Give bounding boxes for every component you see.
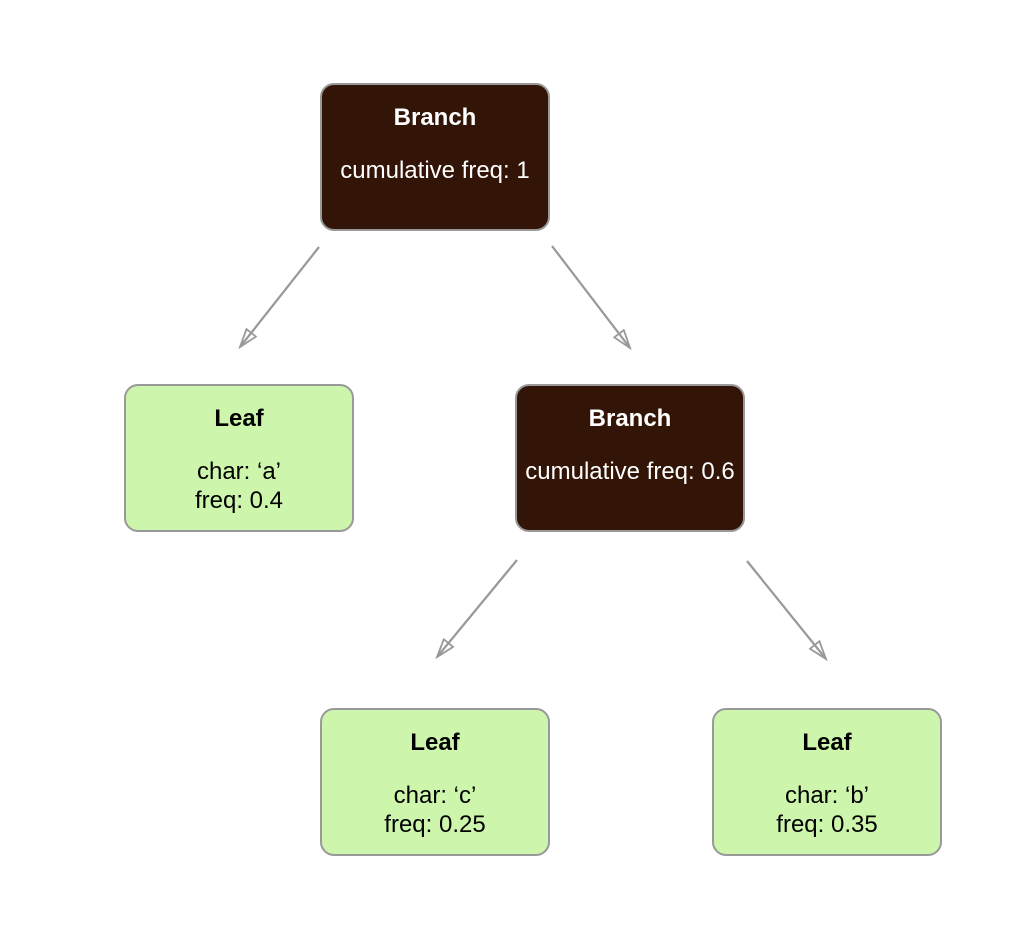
node-detail-char: char: ‘a’ [196,458,282,485]
node-title: Leaf [214,405,264,432]
edge-arrow-root-to-leaf-a [240,246,320,347]
node-detail-freq: freq: 0.4 [194,487,284,514]
edge-arrow-branch-06-to-leaf-b [746,560,826,659]
node-detail-cumulative-freq: cumulative freq: 1 [340,157,530,184]
node-title: Leaf [802,729,852,756]
node-title: Branch [393,104,477,131]
node-detail-char: char: ‘b’ [784,782,870,809]
node-detail-freq: freq: 0.25 [384,811,486,838]
branch-node-06: Branch cumulative freq: 0.6 [515,384,745,532]
node-detail-char: char: ‘c’ [393,782,477,809]
edge-arrow-root-to-branch-06 [551,245,630,348]
leaf-node-a: Leaf char: ‘a’ freq: 0.4 [124,384,354,532]
node-title: Branch [588,405,672,432]
node-detail-freq: freq: 0.35 [776,811,878,838]
node-detail-cumulative-freq: cumulative freq: 0.6 [525,458,735,485]
leaf-node-c: Leaf char: ‘c’ freq: 0.25 [320,708,550,856]
branch-node-root: Branch cumulative freq: 1 [320,83,550,231]
edge-arrow-branch-06-to-leaf-c [437,559,518,657]
node-title: Leaf [410,729,460,756]
leaf-node-b: Leaf char: ‘b’ freq: 0.35 [712,708,942,856]
